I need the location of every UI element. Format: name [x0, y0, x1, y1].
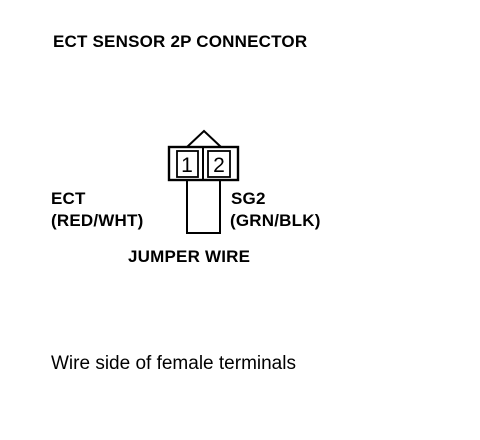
diagram-title: ECT SENSOR 2P CONNECTOR	[53, 32, 308, 51]
ect-wire-color: (RED/WHT)	[51, 211, 144, 230]
jumper-wire-label: JUMPER WIRE	[128, 247, 251, 266]
connector-lock-tab	[186, 129, 222, 148]
pin-1-cavity	[176, 150, 199, 178]
pin-2-cavity	[207, 150, 231, 178]
pin-2-number: 2	[213, 154, 225, 177]
sg2-terminal-label: SG2	[231, 189, 266, 208]
sg2-wire-color: (GRN/BLK)	[230, 211, 321, 230]
diagram-caption: Wire side of female terminals	[51, 353, 296, 374]
pin-1-number: 1	[181, 154, 193, 177]
jumper-wire	[186, 180, 221, 234]
ect-terminal-label: ECT	[51, 189, 86, 208]
